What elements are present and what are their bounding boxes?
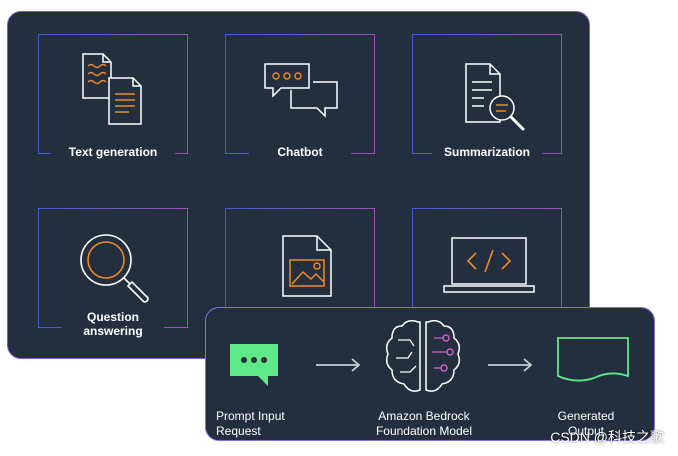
card-label: Text generation — [51, 145, 175, 159]
card-label-line: answering — [83, 324, 143, 338]
arrow-right-icon — [488, 358, 533, 372]
step-label-prompt: Prompt Input Request — [216, 409, 308, 439]
card-chatbot: Chatbot — [225, 34, 375, 159]
card-text-generation: Text generation — [38, 34, 188, 159]
step-label-model: Amazon Bedrock Foundation Model — [366, 409, 482, 439]
step-label-line: Generated — [557, 409, 615, 423]
card-summarization: Summarization — [412, 34, 562, 159]
card-label: Chatbot — [250, 145, 350, 159]
image-file-icon — [282, 235, 332, 297]
step-label-line: Amazon Bedrock — [378, 409, 470, 423]
card-label: Question answering — [78, 310, 148, 338]
card-image-generation — [225, 208, 375, 328]
step-label-line: Output — [567, 424, 605, 438]
step-label-line: Prompt Input — [216, 409, 285, 423]
step-label-output: Generated Output — [546, 409, 626, 439]
card-code-generation — [412, 208, 562, 328]
card-question-answering: Question answering — [38, 208, 188, 338]
brain-icon — [385, 319, 461, 392]
document-search-icon — [465, 63, 525, 131]
bedrock-flow-panel: Prompt Input Request Amazon Bedrock Foun… — [205, 307, 655, 441]
documents-icon — [82, 53, 142, 125]
chat-bubbles-icon — [264, 63, 338, 118]
magnifier-icon — [80, 234, 149, 303]
card-label-line: Question — [86, 310, 139, 324]
step-label-line: Foundation Model — [375, 424, 473, 438]
arrow-right-icon — [316, 358, 361, 372]
watermark: CSDN @科技之歌 — [550, 429, 664, 445]
code-laptop-icon — [443, 237, 535, 293]
step-label-line: Request — [216, 424, 261, 438]
output-document-icon — [557, 337, 629, 382]
card-label: Summarization — [432, 145, 542, 159]
message-icon — [230, 344, 278, 386]
use-cases-panel: Text generation Chatbot Sum — [7, 11, 590, 359]
